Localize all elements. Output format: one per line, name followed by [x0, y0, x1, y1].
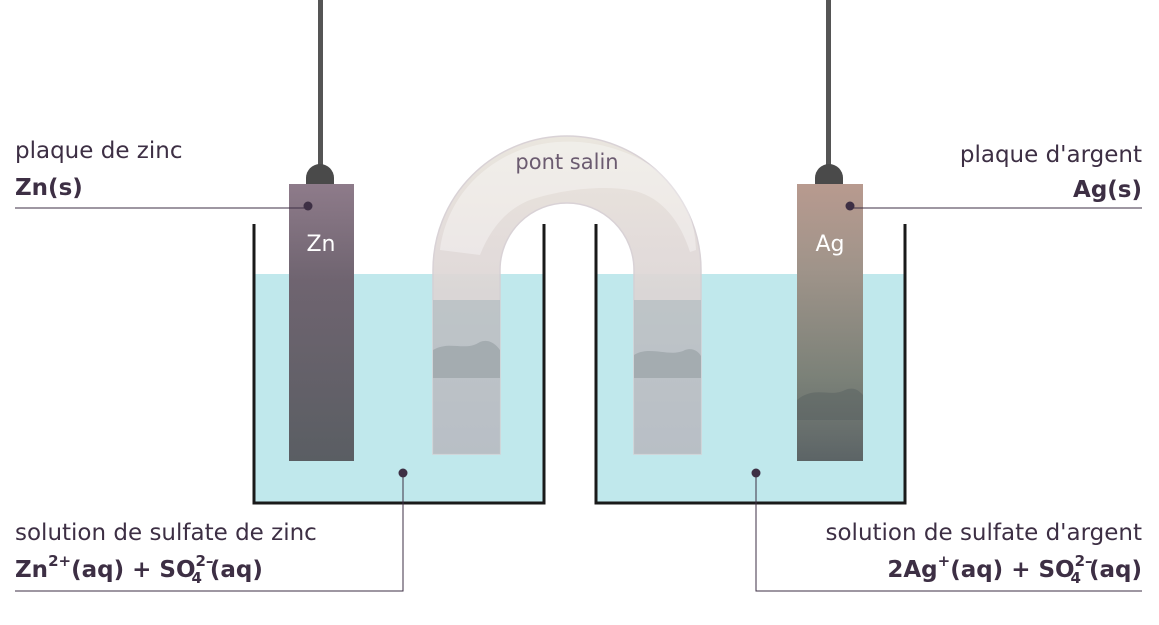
silver-plate — [797, 184, 863, 461]
silver-solution-formula: 2Ag+(aq) + SO2–4 (aq) — [887, 552, 1142, 587]
zinc-electrode-symbol: Zn — [306, 232, 335, 257]
silver-plate-formula: Ag(s) — [1073, 177, 1142, 203]
silver-plate-texture — [797, 388, 863, 420]
silver-beaker — [594, 224, 907, 505]
silver-solution-anion: SO — [1038, 557, 1074, 583]
zinc-beaker — [252, 224, 546, 505]
silver-solution-leader-dot — [751, 468, 761, 478]
silver-solution-cation-charge: + — [938, 552, 951, 570]
silver-solution-anion-state: (aq) — [1089, 557, 1142, 583]
salt-bridge-left-sediment — [433, 340, 500, 378]
zinc-solution-cation-state: (aq) + — [71, 557, 159, 583]
silver-solution-anion-subscript: 4 — [1071, 569, 1081, 587]
salt-bridge-right-sediment — [634, 349, 701, 378]
silver-plate-label: plaque d'argent — [960, 142, 1142, 168]
zinc-wire — [318, 0, 323, 170]
silver-electrode-symbol: Ag — [815, 232, 844, 257]
zinc-plate-leader-dot — [303, 201, 313, 211]
zinc-plate-label: plaque de zinc — [15, 138, 182, 164]
silver-wire — [826, 0, 831, 170]
zinc-solution-anion-state: (aq) — [210, 557, 263, 583]
zinc-solution-leader-dot — [398, 468, 408, 478]
zinc-plate-formula: Zn(s) — [15, 175, 83, 201]
silver-solution-label: solution de sulfate d'argent — [826, 520, 1143, 546]
salt-bridge-label: pont salin — [515, 150, 618, 174]
silver-solution-cation: 2Ag — [887, 557, 937, 583]
zinc-solution-label: solution de sulfate de zinc — [15, 520, 317, 546]
salt-bridge-texture — [440, 141, 696, 255]
zinc-plate — [289, 184, 354, 461]
zinc-solution-anion-subscript: 4 — [191, 569, 201, 587]
zinc-solution-formula: Zn2+(aq) + SO2–4 (aq) — [15, 552, 263, 587]
zinc-solution-cation: Zn — [15, 557, 48, 583]
zinc-solution-cation-charge: 2+ — [48, 552, 71, 570]
silver-solution-leader — [755, 473, 1142, 592]
zinc-clip — [306, 164, 334, 184]
silver-solution-cation-state: (aq) + — [950, 557, 1038, 583]
silver-plate-leader-dot — [845, 201, 855, 211]
zinc-solution-anion-charge: 2– — [196, 552, 214, 570]
zinc-solution-anion: SO — [159, 557, 195, 583]
silver-solution-anion-charge: 2– — [1075, 552, 1093, 570]
silver-clip — [815, 164, 843, 184]
zinc-solution-leader — [15, 473, 404, 592]
